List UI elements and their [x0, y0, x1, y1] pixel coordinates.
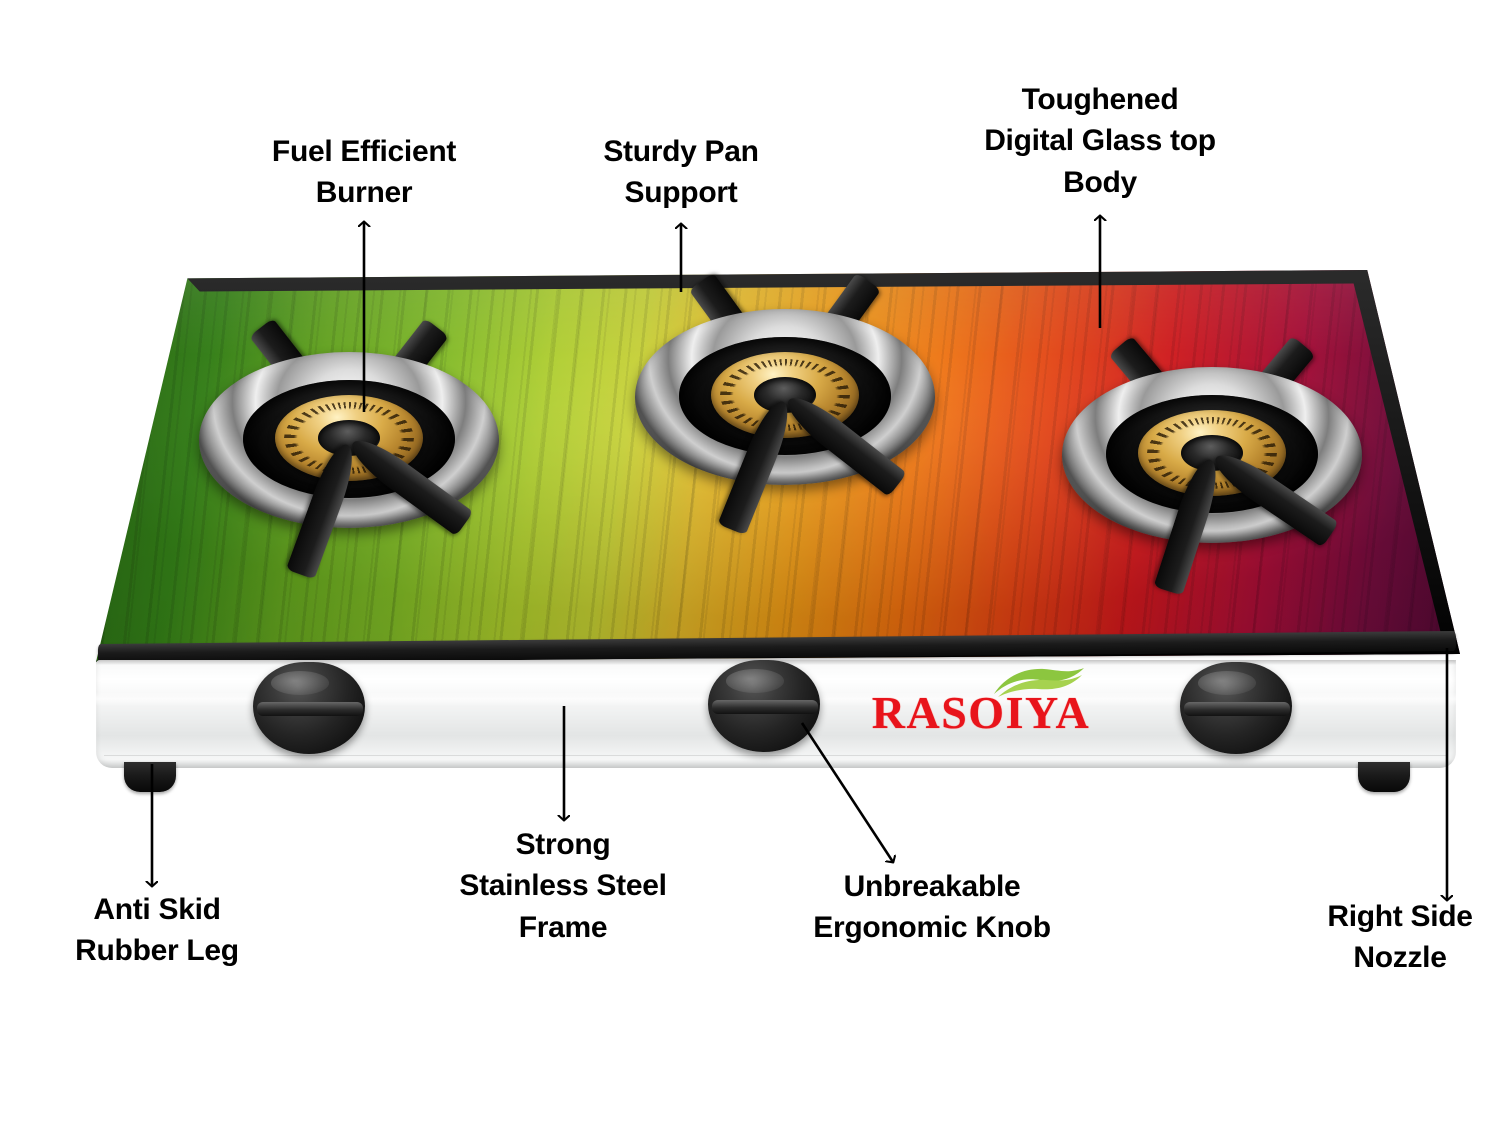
callout-unbreakable-ergonomic-knob: Unbreakable Ergonomic Knob: [813, 870, 1051, 945]
callout-sturdy-pan-support: Sturdy Pan Support: [603, 135, 759, 210]
callout-toughened-glass-top: Toughened Digital Glass top Body: [984, 83, 1216, 199]
leaf-icon: [994, 668, 1084, 697]
right-burner: [1047, 335, 1377, 596]
right-knob[interactable]: [1180, 662, 1292, 754]
left-rubber-leg: [124, 762, 176, 792]
callout-right-side-nozzle: Right Side Nozzle: [1327, 900, 1473, 975]
body-frame-edge-line: [104, 755, 1448, 756]
right-rubber-leg: [1358, 762, 1410, 792]
center-burner: [620, 272, 950, 536]
brand-logo: RASOIYA: [866, 666, 1096, 740]
callout-anti-skid-rubber-leg: Anti Skid Rubber Leg: [75, 893, 239, 968]
left-burner: [184, 318, 514, 580]
callout-strong-stainless-steel-frame: Strong Stainless Steel Frame: [459, 828, 667, 944]
center-knob[interactable]: [708, 660, 820, 752]
brand-name: RASOIYA: [871, 687, 1091, 738]
left-knob[interactable]: [253, 662, 365, 754]
callout-fuel-efficient-burner: Fuel Efficient Burner: [271, 135, 457, 210]
